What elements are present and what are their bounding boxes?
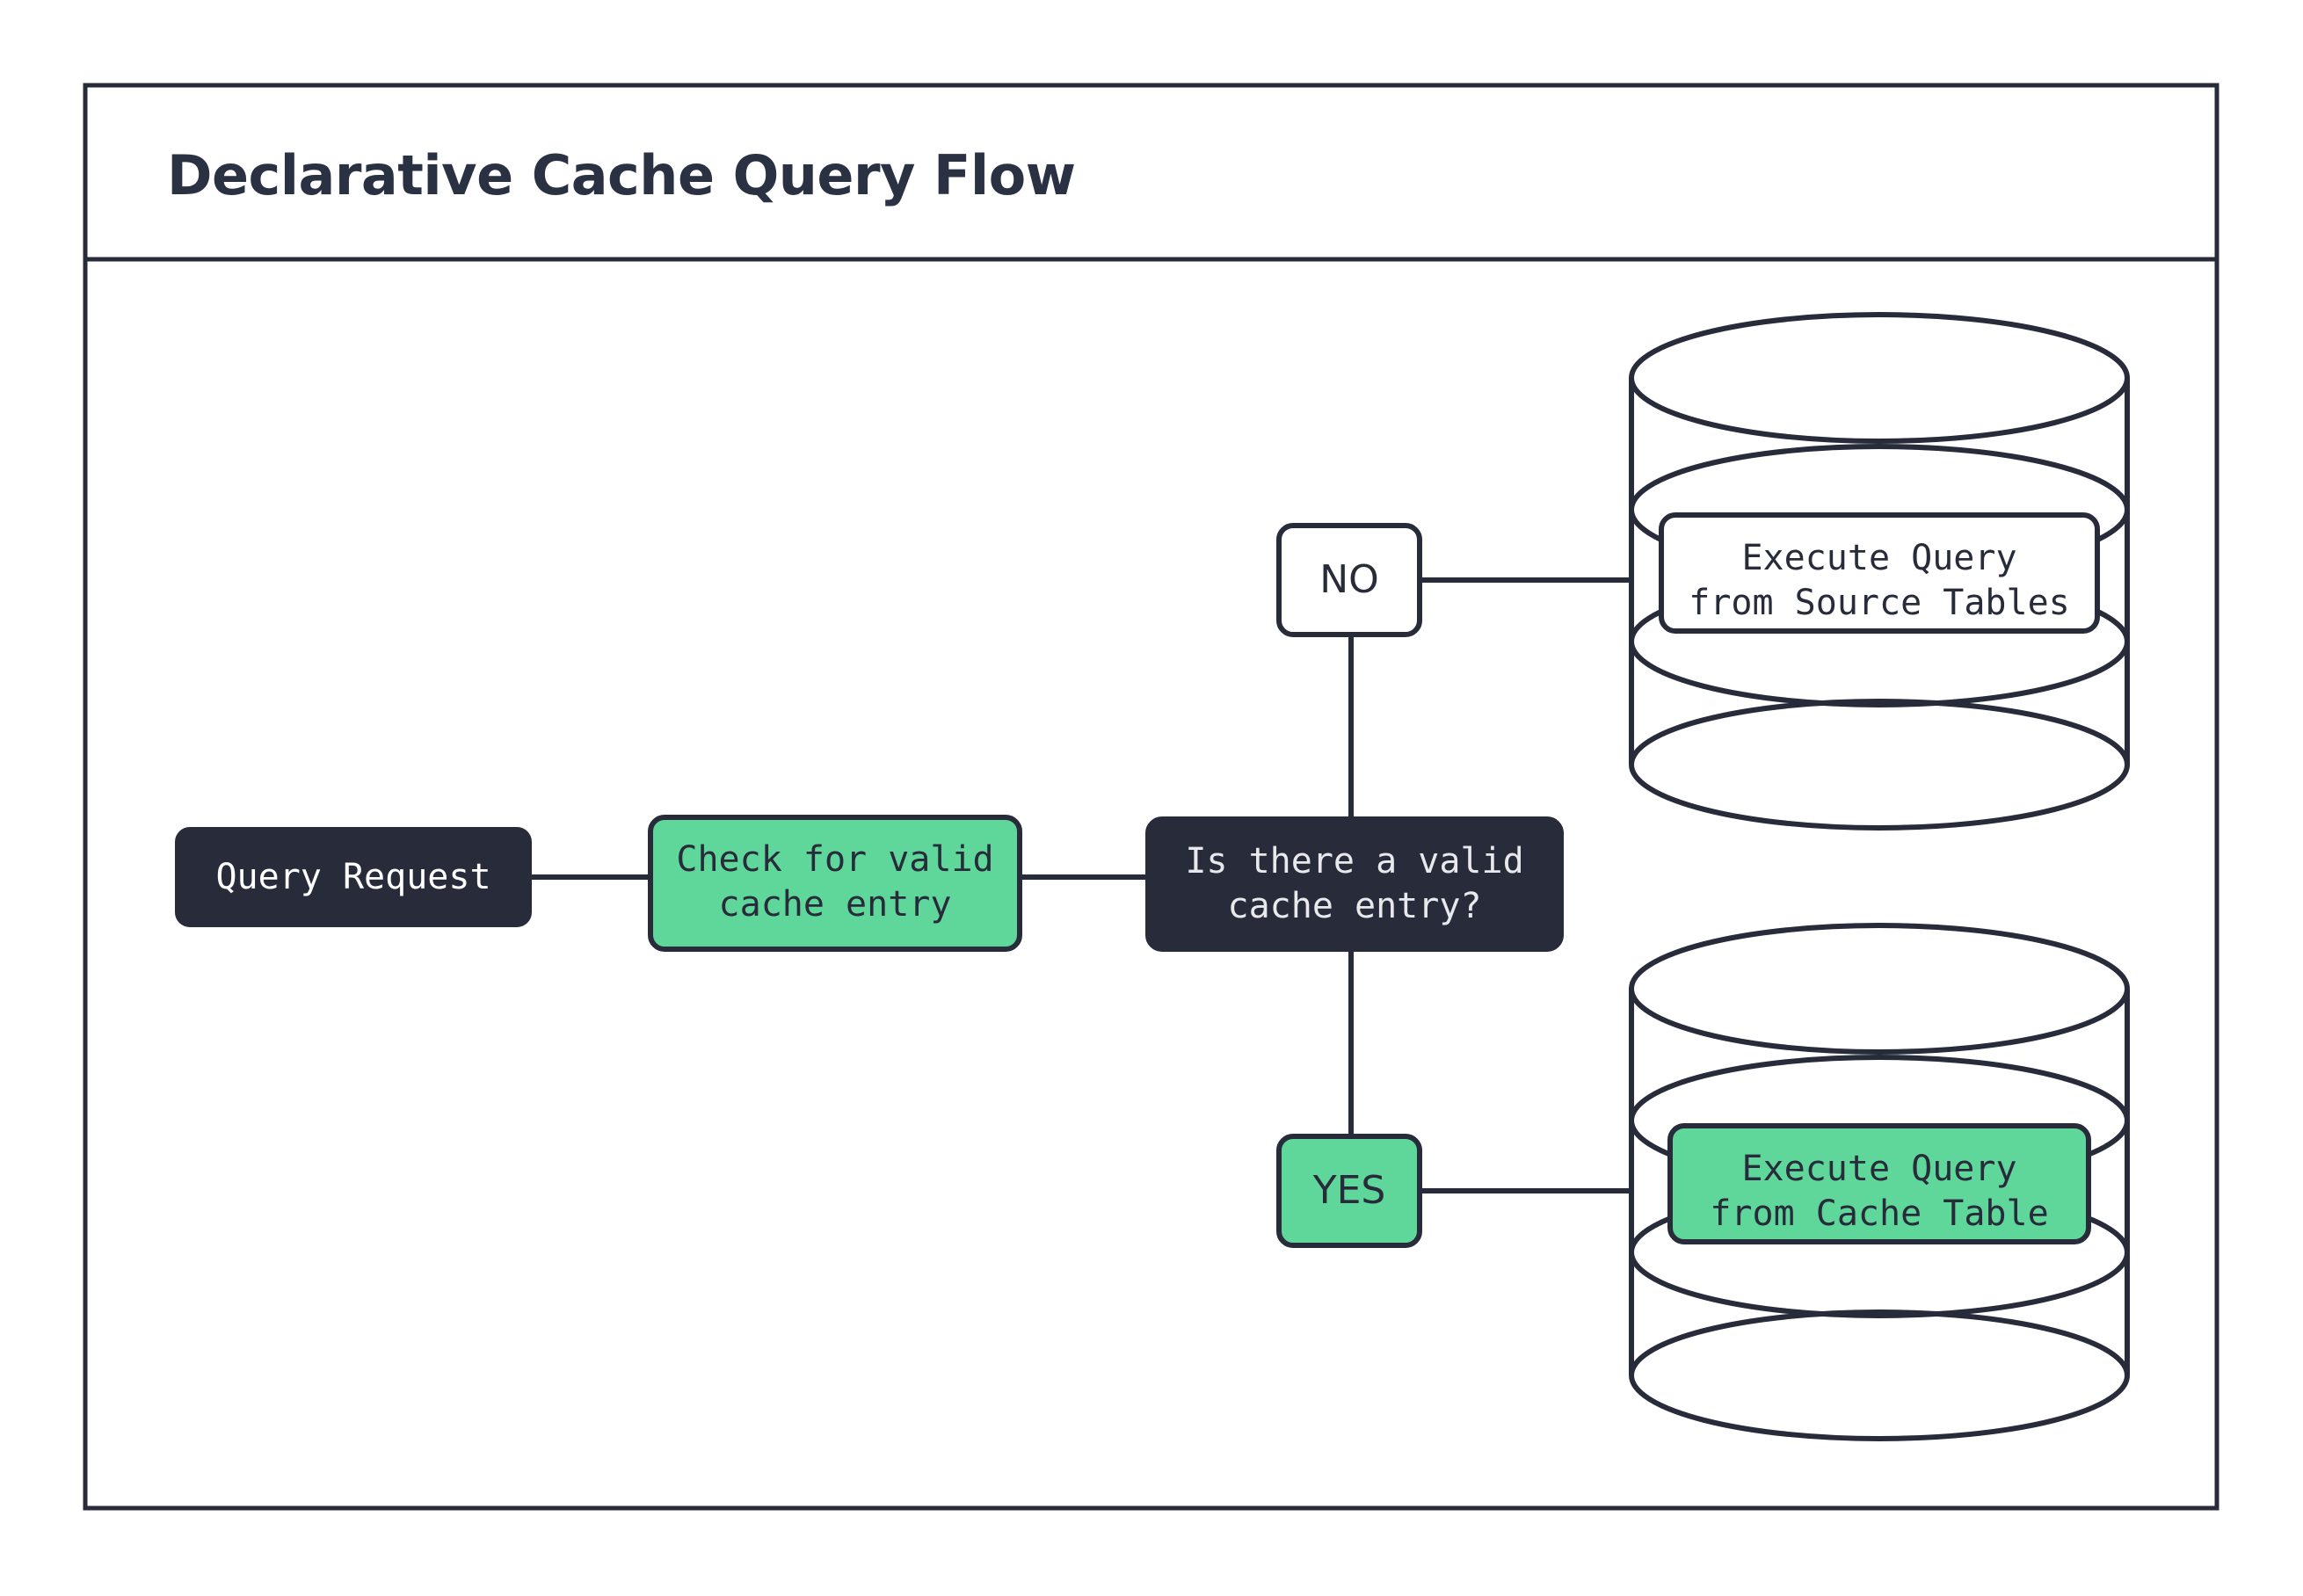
query-request-label: Query Request [215,857,490,897]
no-branch-label: NO [1319,557,1379,602]
decision-box[interactable] [1145,816,1564,952]
decision-label-line1: Is there a valid [1185,841,1523,881]
branch-yes[interactable]: YES [1276,1134,1422,1248]
branch-no[interactable]: NO [1276,523,1422,637]
node-source-db[interactable]: Execute Query from Source Tables [1659,512,2100,634]
check-cache-label-line1: Check for valid [676,839,993,880]
check-cache-box[interactable] [648,815,1022,952]
source-db-label-line2: from Source Tables [1689,583,2069,623]
cache-db-label-line1: Execute Query [1741,1149,2016,1189]
cache-db-label-line2: from Cache Table [1710,1193,2048,1234]
yes-branch-label: YES [1312,1168,1386,1213]
cylinder-disc-top [1629,312,2130,444]
source-db-label-box[interactable] [1659,512,2100,634]
source-db-label-line1: Execute Query [1741,538,2016,578]
query-request-box[interactable] [175,827,532,927]
cache-db-label-box[interactable] [1667,1123,2091,1244]
node-check-cache[interactable]: Check for valid cache entry [648,815,1022,952]
no-branch-box[interactable] [1276,523,1422,637]
page-title: Declarative Cache Query Flow [167,143,1076,207]
check-cache-label-line2: cache entry [719,884,952,925]
node-cache-db[interactable]: Execute Query from Cache Table [1667,1123,2091,1244]
yes-branch-box[interactable] [1276,1134,1422,1248]
cylinder-disc-bottom [1629,699,2130,831]
cache-cylinder-disc-top [1629,923,2130,1055]
cache-cylinder-disc-bottom [1629,1309,2130,1441]
node-decision[interactable]: Is there a valid cache entry? [1145,816,1564,952]
decision-label-line2: cache entry? [1228,886,1482,926]
node-query-request[interactable]: Query Request [175,827,532,927]
